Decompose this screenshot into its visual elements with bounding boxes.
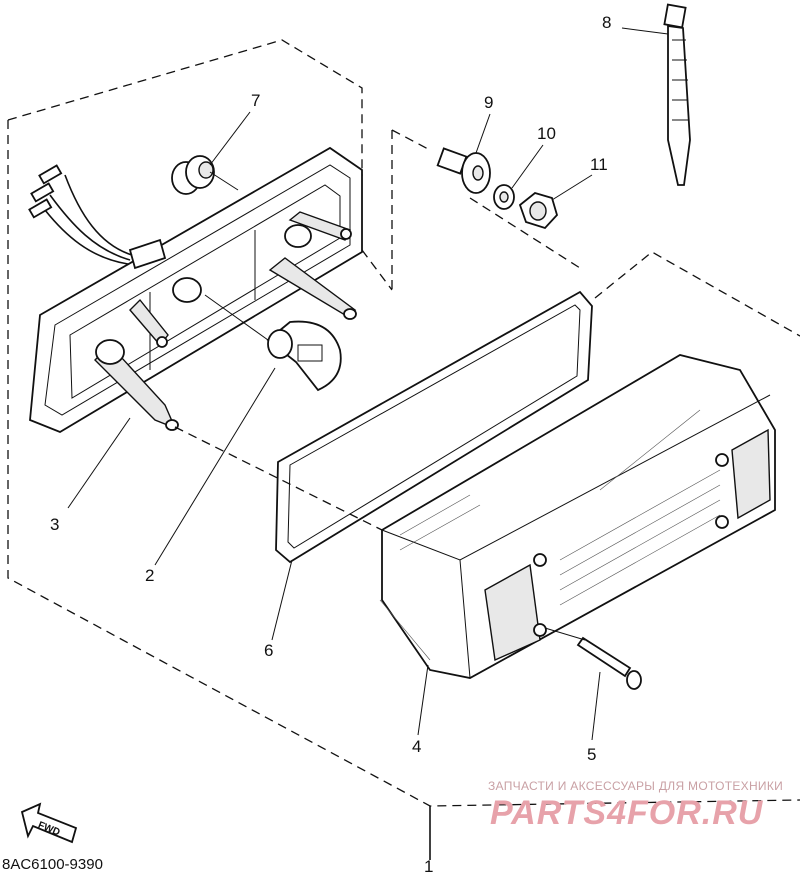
callout-1: 1 xyxy=(424,857,433,874)
assembly-boundary xyxy=(7,39,800,860)
leader-lines xyxy=(67,27,669,741)
callout-11: 11 xyxy=(590,155,608,174)
cable-tie xyxy=(663,3,691,186)
bulb xyxy=(204,294,342,392)
callout-9: 9 xyxy=(484,93,493,112)
callout-5: 5 xyxy=(587,745,596,764)
callout-3: 3 xyxy=(50,515,59,534)
callout-7: 7 xyxy=(251,91,260,110)
lens-screw xyxy=(544,627,642,690)
collar xyxy=(436,147,491,194)
nut xyxy=(518,192,559,230)
callout-4: 4 xyxy=(412,737,421,756)
watermark-tagline: ЗАПЧАСТИ И АКСЕССУАРЫ ДЛЯ МОТОТЕХНИКИ xyxy=(488,779,784,793)
tail-lamp-lens xyxy=(174,354,776,679)
spring-washer xyxy=(493,184,515,210)
callout-10: 10 xyxy=(537,124,556,143)
grommet xyxy=(171,155,239,195)
callout-6: 6 xyxy=(264,641,273,660)
diagram-code: 8AC6100-9390 xyxy=(2,856,103,873)
tail-lamp-base-housing xyxy=(28,146,363,434)
callout-2: 2 xyxy=(145,566,154,585)
watermark-logo: PARTS4FOR.RU xyxy=(490,794,764,832)
lens-gasket xyxy=(275,290,593,564)
fwd-arrow: FWD xyxy=(20,802,78,844)
callout-8: 8 xyxy=(602,13,611,32)
